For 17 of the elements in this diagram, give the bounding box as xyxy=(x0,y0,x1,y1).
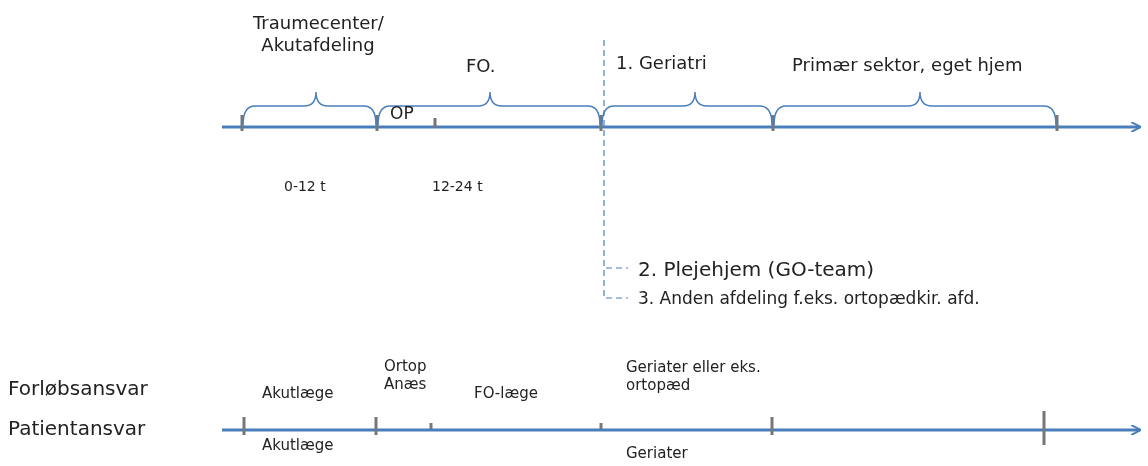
role-label: Ortop Anæs xyxy=(384,357,428,393)
role-label: Akutlæge xyxy=(262,436,334,454)
phase-label: Primær sektor, eget hjem xyxy=(792,54,1023,76)
destination-label: 3. Anden afdeling f.eks. ortopædkir. afd. xyxy=(638,288,980,309)
phase-label: Traumecenter/ Akutafdeling xyxy=(253,12,383,56)
row-label: Forløbsansvar xyxy=(8,376,148,400)
time-label: 0-12 t xyxy=(284,178,326,195)
phase-label: FO. xyxy=(466,55,496,77)
time-label: 12-24 t xyxy=(432,178,483,195)
role-label: Geriater xyxy=(626,444,688,462)
row-label: Patientansvar xyxy=(8,416,146,440)
phase-label: OP xyxy=(390,103,414,124)
role-label: Geriater eller eks. ortopæd xyxy=(626,358,762,394)
phase-label: 1. Geriatri xyxy=(616,52,707,74)
role-label: Akutlæge xyxy=(262,384,334,402)
destination-label: 2. Plejehjem (GO-team) xyxy=(638,257,875,281)
role-label: FO-læge xyxy=(474,384,538,402)
